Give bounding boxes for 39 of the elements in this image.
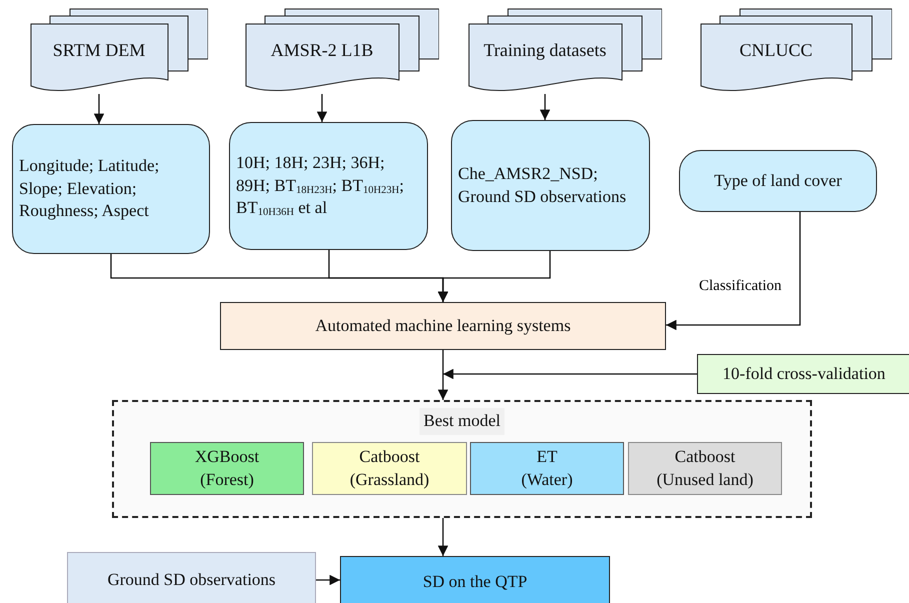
arrow bbox=[94, 94, 104, 124]
node-label: Che_AMSR2_NSD; Ground SD observations bbox=[458, 162, 628, 208]
process-box bbox=[340, 556, 610, 603]
node-label: Type of land cover bbox=[714, 170, 842, 192]
group-title: Best model bbox=[420, 408, 504, 435]
node-label: 10-fold cross-validation bbox=[722, 362, 886, 385]
node-label: AMSR-2 L1B bbox=[270, 38, 374, 62]
process-box bbox=[312, 442, 467, 495]
node-label: Longitude; Latitude; Slope; Elevation; Roughness; Aspect bbox=[19, 154, 160, 222]
node-label: Ground SD observations bbox=[107, 568, 276, 591]
node-label: XGBoost (Forest) bbox=[194, 446, 260, 490]
arrow bbox=[316, 94, 328, 122]
node-label: CNLUCC bbox=[739, 38, 812, 62]
node-label: Automated machine learning systems bbox=[315, 314, 571, 337]
node-label: SRTM DEM bbox=[52, 38, 146, 62]
arrow bbox=[438, 518, 448, 556]
arrow bbox=[438, 251, 551, 302]
node-label: Training datasets bbox=[484, 38, 606, 62]
rounded-box bbox=[679, 150, 877, 212]
node-label: 10H; 18H; 23H; 36H; 89H; BT$_{18H23H}$; BT$_{10H23H}$; BT$_{10H36H}$ et al bbox=[236, 152, 405, 220]
node-label: Catboost (Unused land) bbox=[656, 446, 754, 490]
process-box bbox=[697, 354, 909, 394]
node-label: SD on the QTP bbox=[422, 570, 528, 593]
arrow bbox=[666, 212, 801, 330]
process-box bbox=[67, 552, 316, 603]
rounded-box bbox=[229, 122, 428, 250]
process-box bbox=[220, 302, 666, 350]
rounded-box bbox=[451, 120, 650, 251]
arrow bbox=[443, 368, 697, 380]
node-label: ET (Water) bbox=[520, 446, 574, 490]
process-box bbox=[628, 442, 782, 495]
arrow bbox=[316, 574, 340, 586]
process-box bbox=[470, 442, 624, 495]
arrow bbox=[540, 94, 550, 120]
arrow bbox=[438, 350, 448, 400]
rounded-box bbox=[12, 124, 210, 254]
process-box bbox=[150, 442, 304, 495]
node-label: Catboost (Grassland) bbox=[348, 446, 430, 490]
dashed-group-box bbox=[112, 400, 812, 518]
